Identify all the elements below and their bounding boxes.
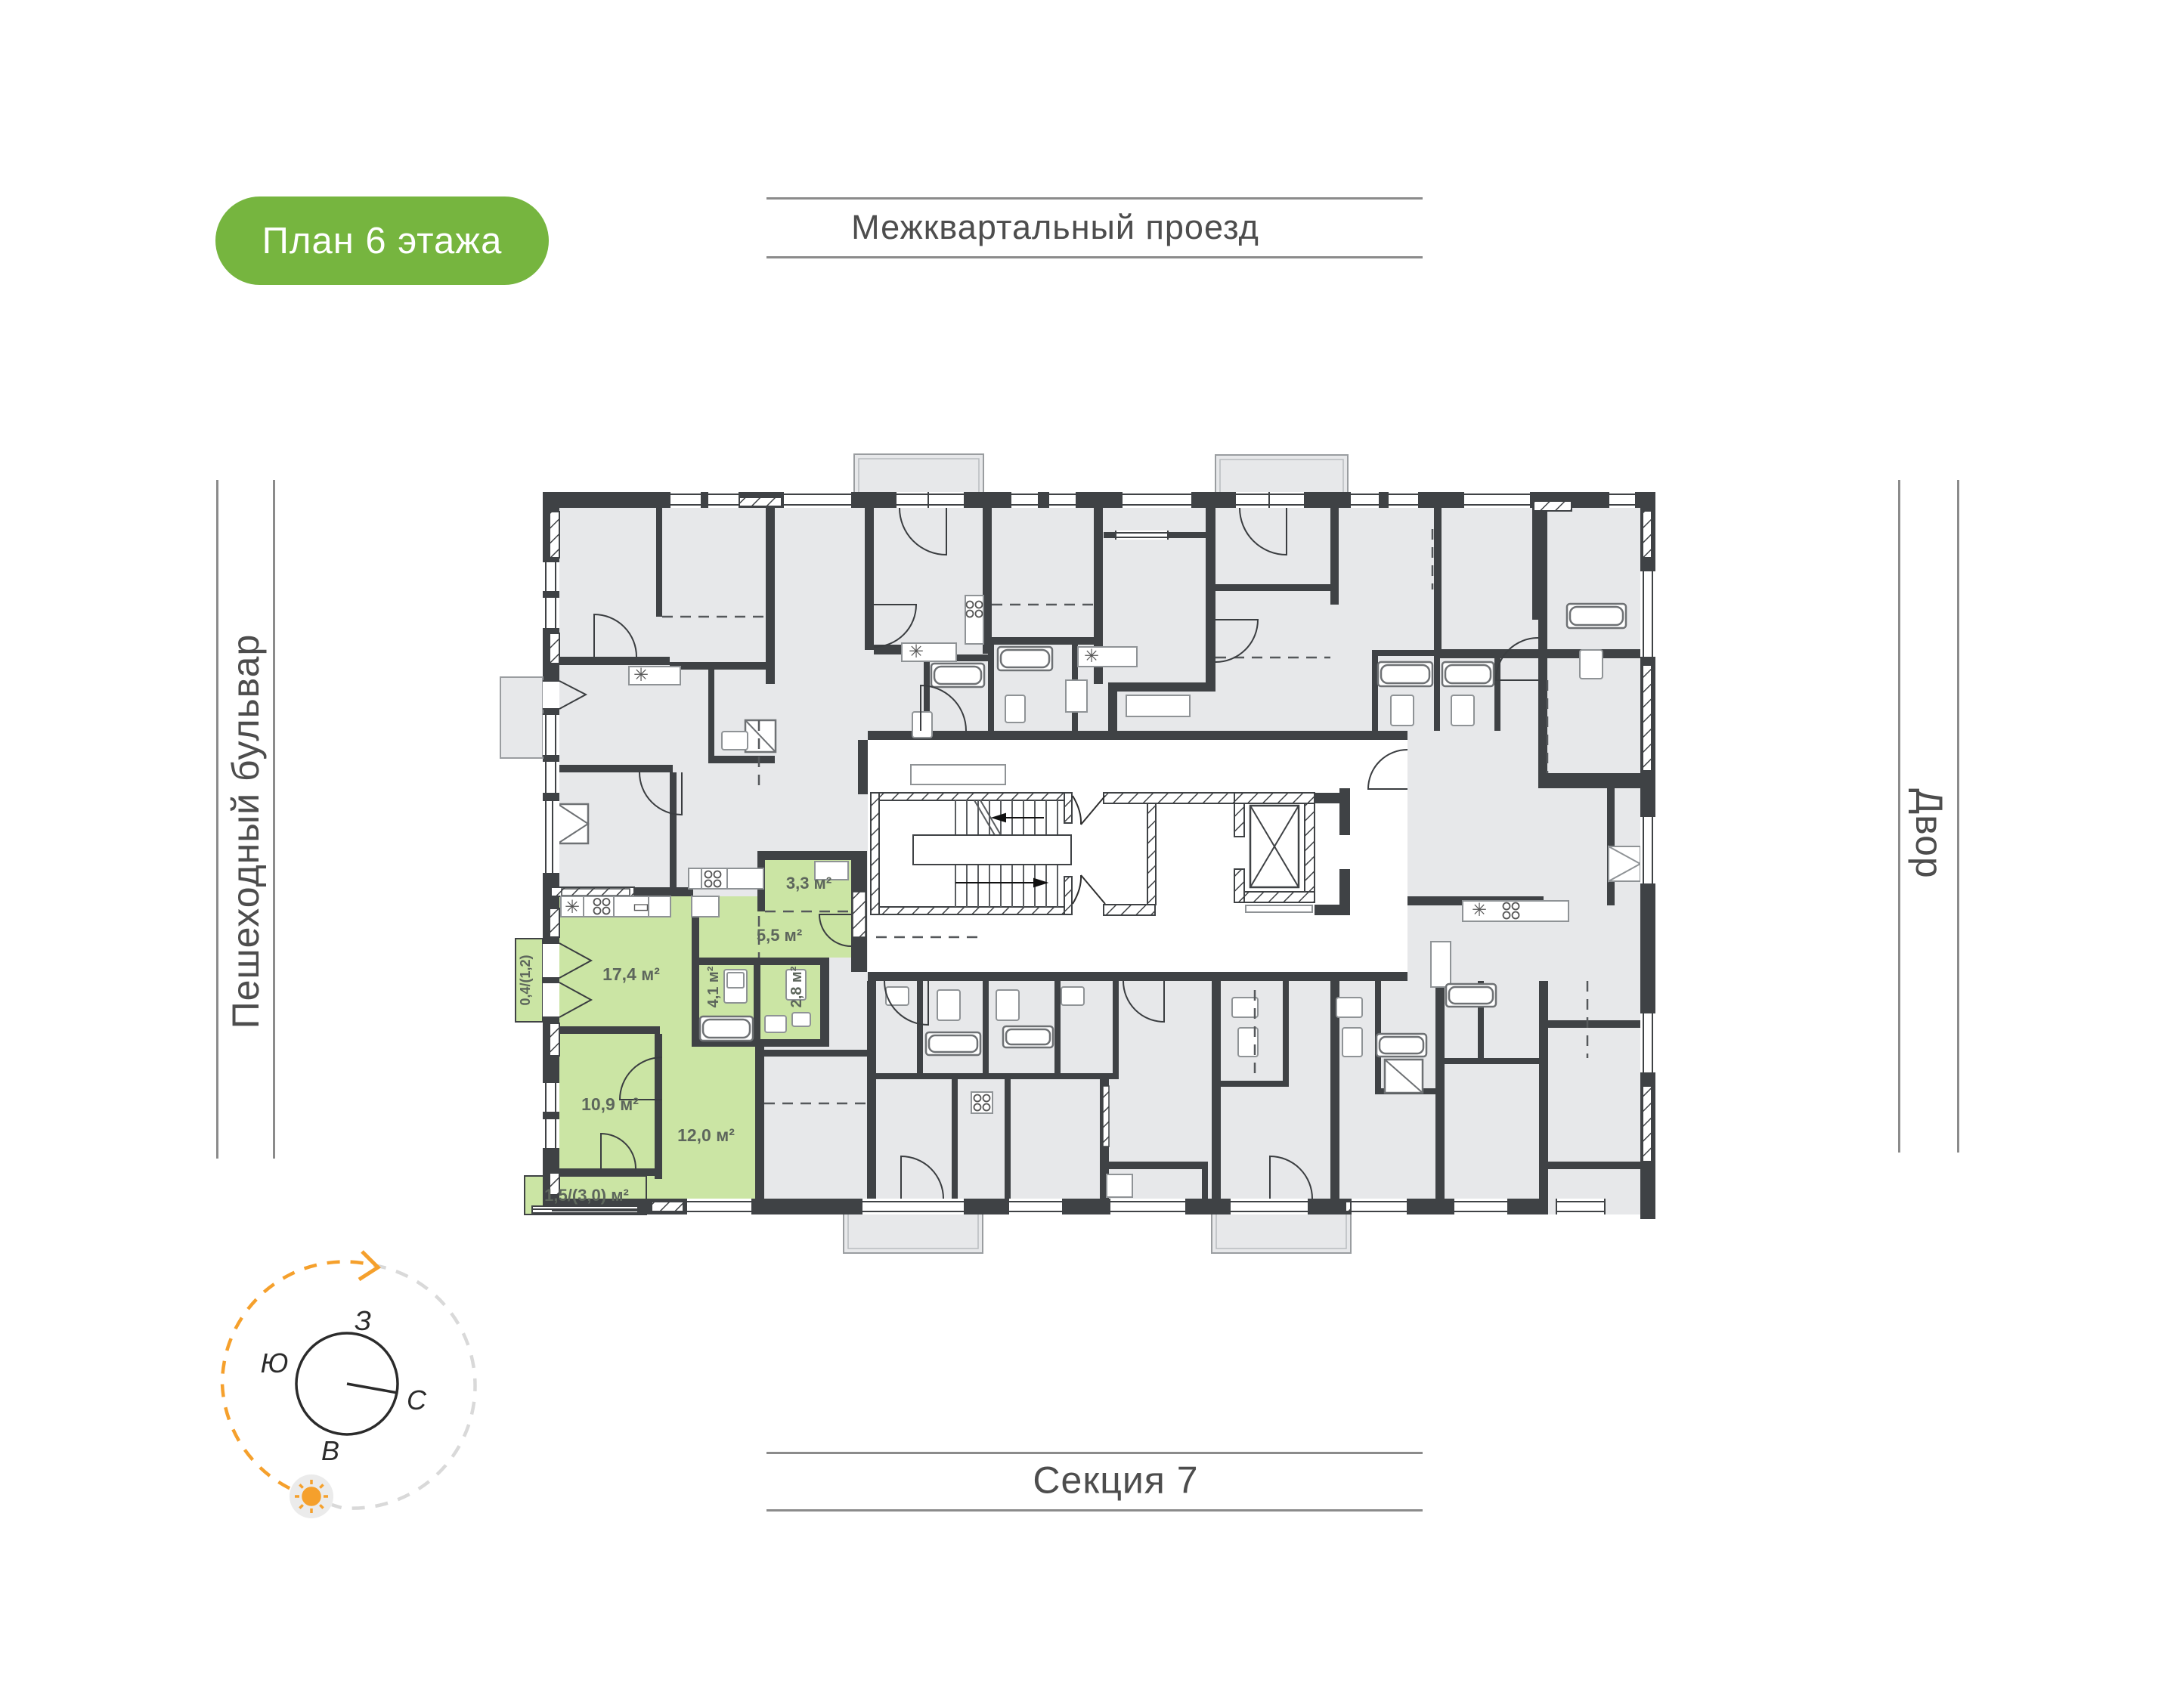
- svg-text:4,1 м²: 4,1 м²: [705, 966, 722, 1007]
- svg-text:▭: ▭: [633, 896, 650, 917]
- svg-text:Ю: Ю: [261, 1348, 289, 1378]
- svg-text:10,9 м²: 10,9 м²: [581, 1094, 639, 1114]
- svg-text:0,4/(1,2): 0,4/(1,2): [518, 955, 533, 1005]
- svg-text:✳: ✳: [909, 642, 924, 662]
- svg-text:2,8 м²: 2,8 м²: [788, 966, 805, 1007]
- svg-text:✳: ✳: [1472, 900, 1487, 921]
- svg-text:З: З: [355, 1305, 371, 1336]
- svg-text:С: С: [407, 1385, 427, 1416]
- svg-text:17,4 м²: 17,4 м²: [602, 964, 660, 984]
- svg-text:✳: ✳: [565, 897, 580, 917]
- svg-text:✳: ✳: [633, 665, 649, 685]
- svg-text:В: В: [321, 1435, 339, 1466]
- svg-text:5,5 м²: 5,5 м²: [757, 926, 802, 945]
- svg-text:✳: ✳: [1084, 646, 1099, 667]
- svg-text:1,5/(3,0) м²: 1,5/(3,0) м²: [544, 1186, 629, 1205]
- svg-text:3,3 м²: 3,3 м²: [786, 874, 831, 893]
- svg-text:12,0 м²: 12,0 м²: [677, 1125, 735, 1145]
